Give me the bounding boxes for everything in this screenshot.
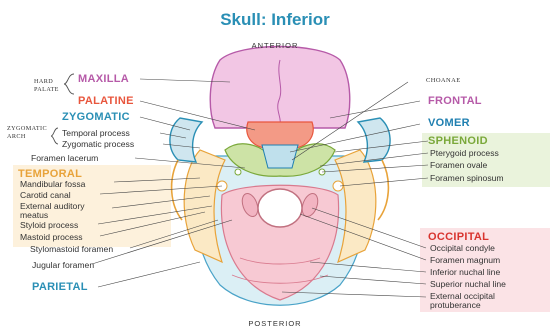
label-temporal-process: Temporal process [62, 129, 130, 138]
label-foramen-lacerum: Foramen lacerum [31, 154, 98, 163]
bone-parietal: Parietal [32, 282, 88, 293]
zygomatic-arch-label-2: arch [7, 134, 26, 140]
palatine-region [247, 122, 313, 148]
foramen-magnum-shape [258, 189, 302, 227]
label-stylomastoid-foramen: Stylomastoid foramen [30, 245, 113, 254]
bone-frontal: Frontal [428, 96, 482, 107]
label-carotid-canal: Carotid canal [20, 191, 71, 200]
label-superior-nuchal-line: Superior nuchal line [430, 280, 506, 289]
label-choanae: Choanae [426, 78, 461, 85]
label-foramen-spinosum: Foramen spinosum [430, 174, 504, 183]
label-jugular-foramen: Jugular foramen [32, 261, 94, 270]
label-inferior-nuchal-line: Inferior nuchal line [430, 268, 500, 277]
label-external-auditory-meatus: External auditory meatus [20, 202, 112, 220]
label-foramen-ovale: Foramen ovale [430, 161, 487, 170]
label-external-occipital-protuberance: External occipital protuberance [430, 292, 538, 310]
bone-sphenoid: Sphenoid [428, 136, 488, 147]
posterior-label: Posterior [0, 320, 550, 328]
bone-occipital: Occipital [428, 232, 489, 243]
bone-zygomatic: Zygomatic [62, 112, 130, 123]
bone-vomer: Vomer [428, 118, 470, 129]
label-occipital-condyle: Occipital condyle [430, 244, 495, 253]
label-mastoid-process: Mastoid process [20, 233, 83, 242]
label-zygomatic-process: Zygomatic process [62, 140, 134, 149]
bone-palatine: Palatine [78, 96, 134, 107]
diagram-title: Skull: Inferior [0, 11, 550, 28]
vomer-region [262, 145, 298, 168]
anterior-label: Anterior [0, 42, 550, 50]
label-mandibular-fossa: Mandibular fossa [20, 180, 85, 189]
hard-palate-label-1: Hard [34, 79, 53, 85]
label-foramen-magnum: Foramen magnum [430, 256, 500, 265]
zygomatic-arch-label-1: Zygomatic [7, 126, 47, 132]
hard-palate-label-2: palate [34, 87, 59, 93]
label-styloid-process: Styloid process [20, 221, 78, 230]
label-pterygoid-process: Pterygoid process [430, 149, 499, 158]
bone-maxilla: Maxilla [78, 74, 129, 85]
